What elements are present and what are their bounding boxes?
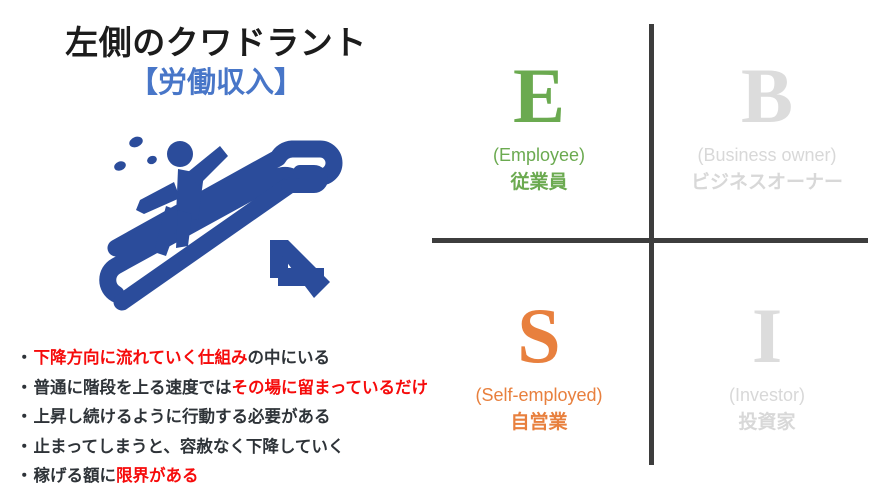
quadrant-letter-e: E: [512, 52, 566, 139]
list-item: ・下降方向に流れていく仕組みの中にいる: [16, 344, 436, 374]
list-item: ・止まってしまうと、容赦なく下降していく: [16, 433, 436, 463]
list-item-segment: の中にいる: [247, 349, 331, 367]
quadrant-english-label-e: (Employee): [492, 145, 586, 165]
quadrant-letter-s: S: [517, 292, 561, 379]
list-item-segment: 普通に階段を上る速度では: [33, 378, 232, 397]
quadrant-vertical-divider: [649, 24, 654, 465]
bullet-list: ・下降方向に流れていく仕組みの中にいる ・普通に階段を上る速度ではその場に留まっ…: [16, 344, 436, 492]
quadrant-investor: I (Investor) 投資家: [660, 292, 874, 437]
title-block: 左側のクワドラント 【労働収入】: [0, 24, 432, 101]
bullet-marker: ・: [16, 437, 33, 456]
quadrant-business-owner: B (Business owner) ビジネスオーナー: [660, 52, 874, 197]
list-item: ・上昇し続けるように行動する必要がある: [16, 403, 436, 433]
cashflow-quadrant-diagram: E (Employee) 従業員 B (Business owner) ビジネス…: [432, 0, 891, 500]
bullet-marker: ・: [16, 467, 33, 485]
quadrant-japanese-label-e: 従業員: [510, 172, 568, 193]
quadrant-english-label-i: (Investor): [728, 385, 806, 405]
page-title: 左側のクワドラント: [65, 24, 367, 61]
list-item: ・普通に階段を上る速度ではその場に留まっているだけ: [16, 374, 436, 404]
list-item-segment: 上昇し続けるように行動する必要がある: [33, 408, 331, 426]
page-subtitle: 【労働収入】: [128, 66, 303, 99]
bullet-marker: ・: [16, 408, 33, 426]
quadrant-employee: E (Employee) 従業員: [432, 52, 646, 197]
bullet-marker: ・: [16, 378, 33, 397]
list-item: ・稼げる額に限界がある: [16, 462, 436, 492]
quadrant-letter-b: B: [740, 52, 794, 139]
quadrant-english-label-s: (Self-employed): [475, 385, 603, 405]
list-item-segment: その場に留まっているだけ: [231, 378, 429, 397]
list-item-segment: 下降方向に流れていく仕組み: [33, 349, 248, 367]
quadrant-self-employed: S (Self-employed) 自営業: [432, 292, 646, 437]
bullet-marker: ・: [16, 349, 33, 367]
escalator-down-person-running-icon: [92, 128, 354, 314]
list-item-segment: 稼げる額に: [33, 467, 117, 485]
quadrant-japanese-label-s: 自営業: [510, 412, 568, 433]
quadrant-letter-i: I: [751, 292, 783, 379]
quadrant-english-label-b: (Business owner): [697, 145, 837, 165]
quadrant-japanese-label-i: 投資家: [738, 412, 796, 433]
list-item-segment: 止まってしまうと、容赦なく下降していく: [33, 437, 345, 456]
left-panel: 左側のクワドラント 【労働収入】: [0, 0, 432, 500]
list-item-segment: 限界がある: [116, 467, 199, 485]
quadrant-japanese-label-b: ビジネスオーナー: [690, 172, 843, 193]
